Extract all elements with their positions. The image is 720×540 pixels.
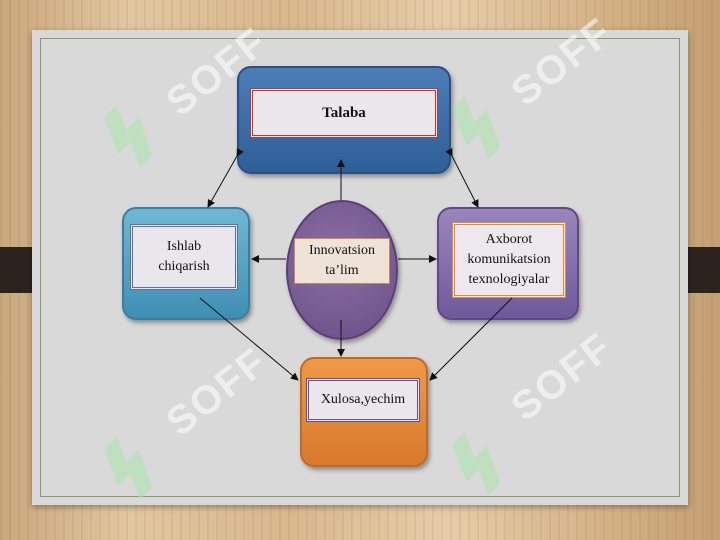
- arrow-axborot-to-xulosa: [429, 297, 513, 381]
- node-center-label: Innovatsion ta’lim: [294, 238, 390, 284]
- node-xulosa-label: Xulosa,yechim: [306, 378, 420, 422]
- arrow-talaba-axborot: [445, 147, 479, 208]
- watermark-logo-icon: [452, 431, 501, 496]
- watermark-logo-icon: [104, 103, 153, 168]
- watermark-logo-icon: [452, 95, 501, 160]
- node-ishlab-label: Ishlab chiqarish: [130, 224, 238, 290]
- arrow-ishlab-to-xulosa: [199, 297, 299, 381]
- watermark-logo-icon: [104, 435, 153, 500]
- node-axborot-label: Axborot komunikatsion texnologiyalar: [452, 222, 566, 298]
- node-talaba-label: Talaba: [250, 88, 438, 138]
- card-inner-border: [40, 38, 680, 497]
- arrow-talaba-ishlab: [207, 147, 244, 208]
